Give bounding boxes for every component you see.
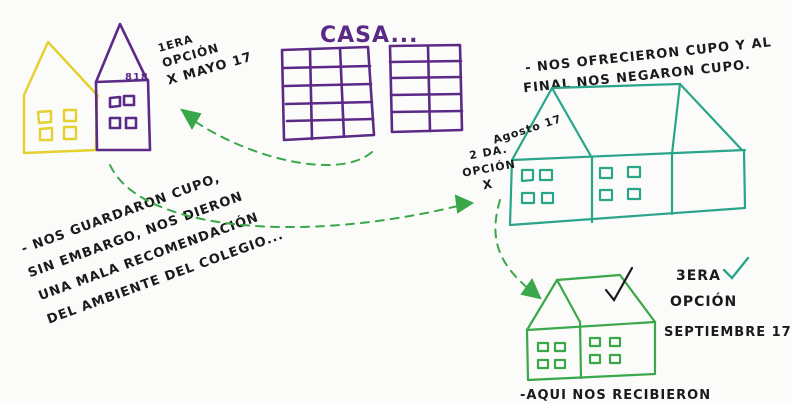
purple-house: 818 bbox=[94, 22, 152, 152]
third-option-line3: SEPTIEMBRE 17 bbox=[664, 325, 792, 340]
arrow-head-left bbox=[180, 108, 202, 131]
purple-grid-right bbox=[388, 43, 464, 134]
second-option-date: Agosto 17 bbox=[491, 112, 563, 146]
third-option-note: 3ERA OPCIÓN SEPTIEMBRE 17 bbox=[664, 256, 792, 340]
third-option-line2: OPCIÓN bbox=[670, 292, 737, 310]
teal-house bbox=[508, 82, 747, 227]
yellow-house bbox=[22, 40, 100, 155]
arrow-head-down bbox=[520, 277, 542, 300]
purple-grid-left bbox=[280, 45, 376, 142]
house-number: 818 bbox=[125, 72, 149, 83]
check-mark-black bbox=[604, 266, 634, 302]
dashed-arrows bbox=[109, 108, 542, 300]
third-option-line1: 3ERA bbox=[676, 268, 721, 284]
green-house bbox=[525, 266, 657, 382]
footer-note: -AQUI NOS RECIBIERON bbox=[520, 388, 711, 403]
check-mark-teal bbox=[722, 256, 750, 280]
first-option-note: 1ERA OPCIÓN X MAYO 17 bbox=[156, 32, 254, 88]
arrow-head-middle bbox=[454, 194, 475, 214]
casa-title: CASA... bbox=[320, 23, 419, 48]
second-option-line3: X bbox=[482, 177, 495, 193]
left-note: - NOS GUARDARON CUPO, SIN EMBARGO, NOS D… bbox=[19, 171, 285, 327]
